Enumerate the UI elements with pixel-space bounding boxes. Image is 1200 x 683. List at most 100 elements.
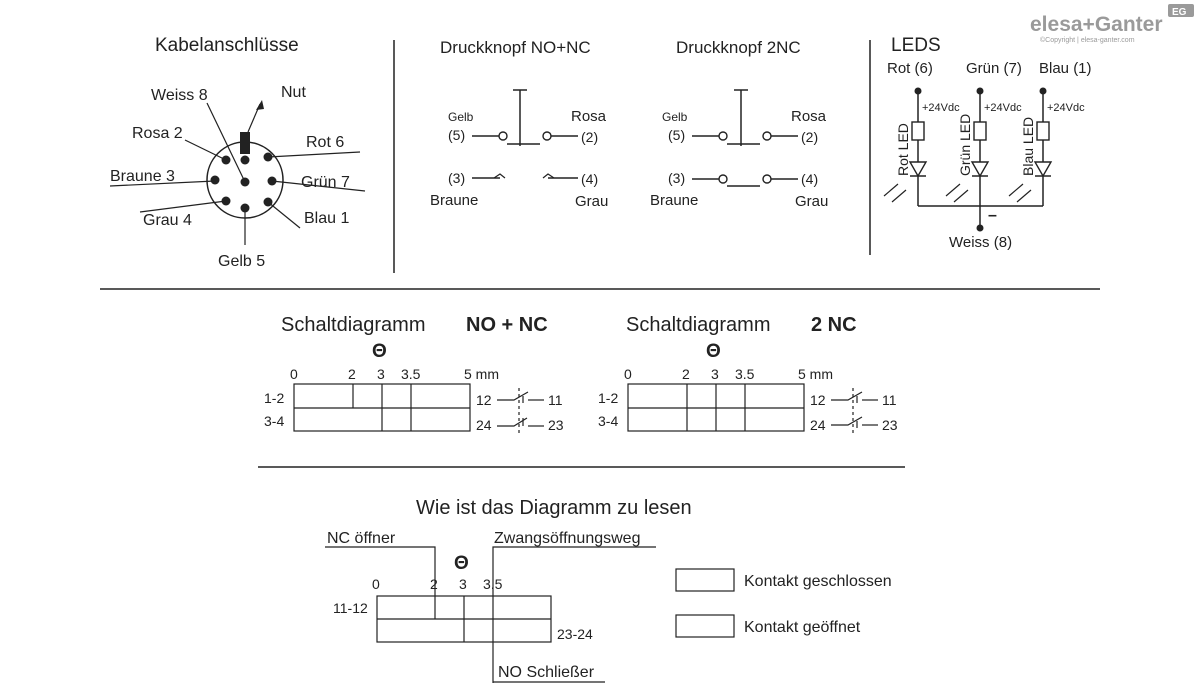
pin-label-grau: Grau 4 (143, 212, 192, 229)
terminal-12: 12 (476, 392, 492, 408)
logo-badge-text: EG (1172, 7, 1187, 18)
nc-contact-symbol-bottom-icon (831, 416, 878, 428)
label-2-2nc: (2) (801, 129, 818, 145)
label-3: (3) (448, 170, 465, 186)
leader-gruen (271, 180, 366, 192)
nc-contact-symbol-icon (497, 391, 544, 403)
led-label-rot: Rot LED (895, 123, 911, 176)
switch-no-nc-title-bold: NO + NC (466, 314, 548, 336)
forced-opening-label: Zwangsöffnungsweg (494, 530, 640, 547)
terminal-24: 24 (476, 417, 492, 433)
resistor-gruen (973, 121, 987, 141)
switch-no-nc-title: Schaltdiagramm (281, 314, 426, 336)
label-4-2nc: (4) (801, 171, 818, 187)
pin-label-rosa: Rosa 2 (132, 125, 183, 142)
notch-label: Nut (281, 84, 306, 101)
switch-diagram-no-nc: Schaltdiagramm NO + NC Θ 0 2 3 3.5 5 mm … (264, 314, 564, 434)
connector-notch (240, 132, 250, 154)
contact-3-2nc (718, 174, 728, 184)
scale-3-5: 3.5 (401, 366, 421, 382)
scale-0-2nc: 0 (624, 366, 632, 382)
led-diode-gruen-icon (970, 161, 990, 178)
contact-5 (498, 131, 508, 141)
led-diode-blau-icon (1033, 161, 1053, 178)
row-label-1-2: 1-2 (264, 390, 284, 406)
led-common-label: Weiss (8) (949, 234, 1012, 251)
label-gelb-2nc: Gelb (662, 110, 688, 124)
howto-row-23-24: 23-24 (557, 626, 593, 642)
label-4: (4) (581, 171, 598, 187)
leader-rosa (184, 139, 227, 161)
logo-copyright: ©Copyright | elesa-ganter.com (1040, 36, 1135, 44)
scale-2: 2 (348, 366, 356, 382)
leader-weiss (206, 102, 246, 183)
scale-3-5-2nc: 3.5 (735, 366, 755, 382)
pin-label-braune: Braune 3 (110, 168, 175, 185)
howto-title: Wie ist das Diagramm zu lesen (416, 497, 692, 519)
led-supply-blau: +24Vdc (1047, 102, 1085, 114)
positive-opening-symbol-2nc: Θ (706, 341, 721, 362)
label-2: (2) (581, 129, 598, 145)
row-label-1-2-2nc: 1-2 (598, 390, 618, 406)
label-grau: Grau (575, 193, 608, 210)
nc-opener-label: NC öffner (327, 530, 396, 547)
led-top-rot: Rot (6) (887, 60, 933, 77)
switch-2nc-title: Schaltdiagramm (626, 314, 771, 336)
resistor-blau (1036, 121, 1050, 141)
label-3-2nc: (3) (668, 170, 685, 186)
howto-scale-0: 0 (372, 576, 380, 592)
leader-grau (139, 200, 227, 213)
nc-opener-leader (325, 546, 436, 596)
pin-label-blau: Blau 1 (304, 210, 349, 227)
connector-title: Kabelanschlüsse (155, 35, 299, 56)
no-contact-symbol-icon (497, 417, 544, 427)
pin-label-gruen: Grün 7 (301, 174, 350, 191)
howto-scale-3-5: 3.5 (483, 576, 503, 592)
label-5: (5) (448, 127, 465, 143)
leader-braune (109, 180, 216, 187)
led-label-gruen: Grün LED (957, 114, 973, 176)
led-supply-gruen: +24Vdc (984, 102, 1022, 114)
contact-2-2nc (762, 131, 772, 141)
button-2nc-title: Druckknopf 2NC (676, 38, 801, 57)
label-5-2nc: (5) (668, 127, 685, 143)
no-contact-left (493, 173, 506, 179)
scale-0: 0 (290, 366, 298, 382)
no-closer-label: NO Schließer (498, 664, 595, 681)
contact-2 (542, 131, 552, 141)
legend-swatch-open (675, 614, 735, 638)
button-no-nc-section: Druckknopf NO+NC Gelb (5) Rosa (2) (3) B… (430, 38, 608, 210)
forced-opening-leader (492, 546, 656, 596)
switch-2nc-title-bold: 2 NC (811, 314, 857, 336)
scale-3-2nc: 3 (711, 366, 719, 382)
resistor-rot (911, 121, 925, 141)
terminal-24-2nc: 24 (810, 417, 826, 433)
button-no-nc-title: Druckknopf NO+NC (440, 38, 591, 57)
label-braune: Braune (430, 192, 478, 209)
terminal-23: 23 (548, 417, 564, 433)
scale-3: 3 (377, 366, 385, 382)
led-top-gruen: Grün (7) (966, 60, 1022, 77)
brand-logo: elesa+Ganter EG ©Copyright | elesa-gante… (1030, 4, 1194, 44)
howto-section: Wie ist das Diagramm zu lesen NC öffner … (325, 497, 692, 683)
leds-section: LEDS Rot (6) Grün (7) Blau (1) +24Vdc Ro… (883, 35, 1092, 251)
contact-5-2nc (718, 131, 728, 141)
howto-symbol: Θ (454, 553, 469, 574)
legend: Kontakt geschlossen Kontakt geöffnet (675, 568, 892, 638)
row-label-3-4-2nc: 3-4 (598, 413, 618, 429)
label-grau-2nc: Grau (795, 193, 828, 210)
terminal-23-2nc: 23 (882, 417, 898, 433)
label-gelb: Gelb (448, 110, 474, 124)
button-2nc-section: Druckknopf 2NC Gelb (5) Rosa (2) (3) Bra… (650, 38, 828, 210)
howto-row-11-12: 11-12 (333, 600, 368, 616)
howto-scale-2: 2 (430, 576, 438, 592)
nc-contact-symbol-top-icon (831, 391, 878, 403)
pin-label-weiss: Weiss 8 (151, 87, 208, 104)
terminal-11: 11 (548, 392, 563, 408)
led-label-blau: Blau LED (1020, 117, 1036, 176)
howto-scale-3: 3 (459, 576, 467, 592)
label-rosa-2nc: Rosa (791, 108, 827, 125)
connector-section: Kabelanschlüsse Nut Weiss 8 Rosa 2 Braun… (109, 35, 366, 270)
legend-closed-label: Kontakt geschlossen (744, 573, 892, 590)
